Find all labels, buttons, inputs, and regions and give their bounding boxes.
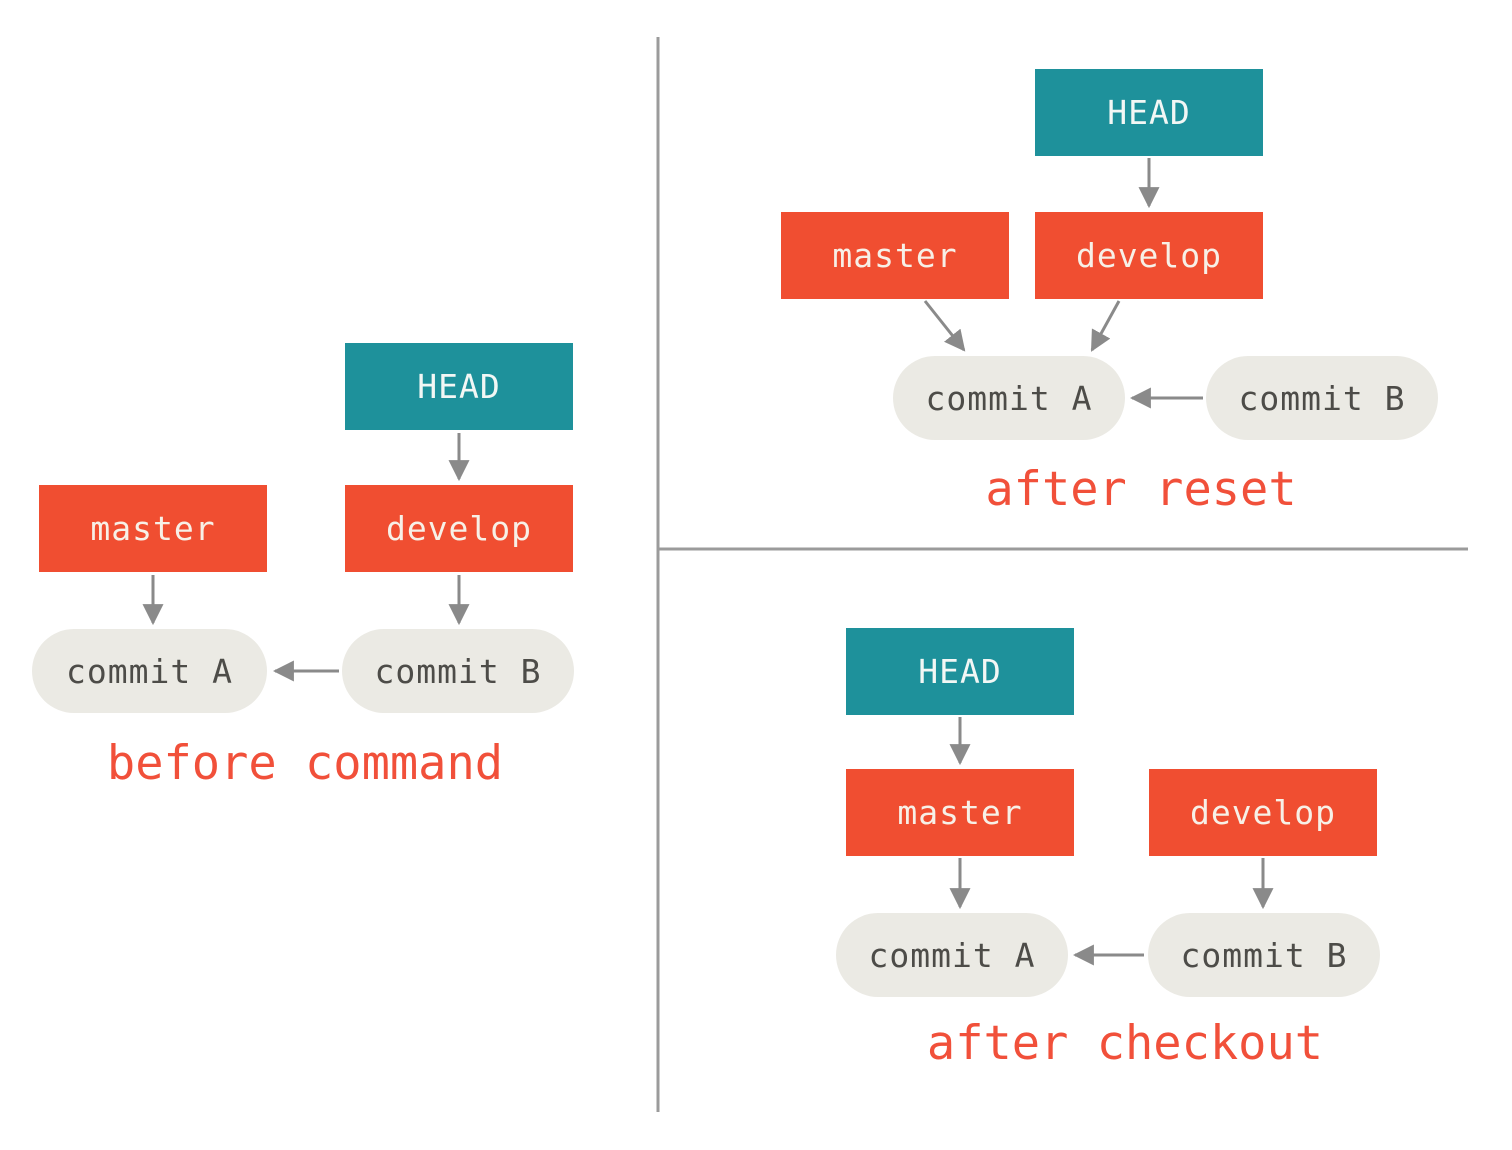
- before-head-box: HEAD: [345, 343, 573, 430]
- before-command-caption: before command: [106, 736, 504, 791]
- reset-head-box: HEAD: [1035, 69, 1263, 156]
- before-develop-box: develop: [345, 485, 573, 572]
- after-checkout-caption: after checkout: [926, 1016, 1324, 1071]
- reset-commit-b-node: commit B: [1206, 356, 1438, 440]
- checkout-commit-a-node: commit A: [836, 913, 1068, 997]
- reset-arrow-develop-to-commit-a: [1090, 300, 1121, 352]
- before-commit-b-node: commit B: [342, 629, 574, 713]
- reset-arrow-master-to-commit-a: [923, 300, 966, 352]
- reset-master-box: master: [781, 212, 1009, 299]
- checkout-commit-b-node: commit B: [1148, 913, 1380, 997]
- reset-commit-a-node: commit A: [893, 356, 1125, 440]
- after-reset-caption: after reset: [985, 462, 1297, 517]
- reset-develop-box: develop: [1035, 212, 1263, 299]
- checkout-master-box: master: [846, 769, 1074, 856]
- before-master-box: master: [39, 485, 267, 572]
- before-commit-a-node: commit A: [32, 629, 267, 713]
- checkout-head-box: HEAD: [846, 628, 1074, 715]
- checkout-develop-box: develop: [1149, 769, 1377, 856]
